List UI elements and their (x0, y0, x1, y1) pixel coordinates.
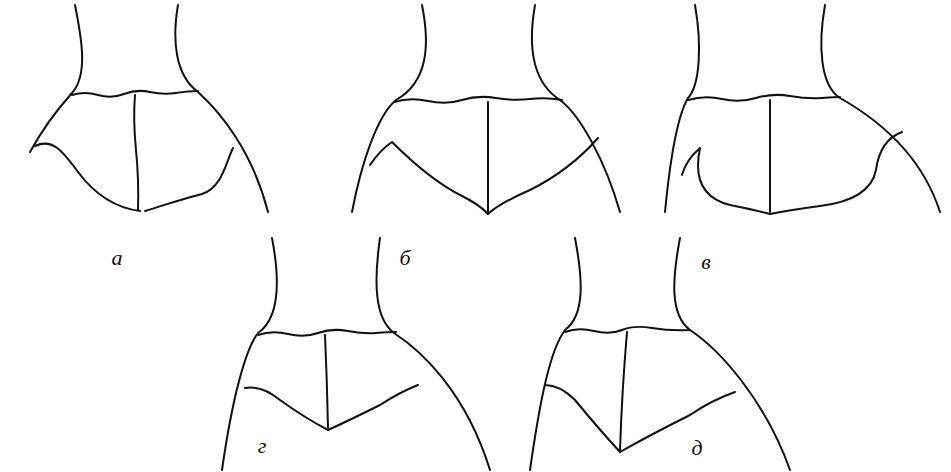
figure-letter: б (399, 247, 410, 269)
figure-letter: д (691, 437, 702, 459)
variant-c (665, 5, 940, 214)
figure-letter: в (701, 251, 711, 273)
variant-e (530, 238, 790, 470)
figure-letter: г (258, 435, 267, 457)
variant-d (222, 238, 490, 470)
variant-a (30, 5, 268, 212)
figure-letter: а (112, 247, 123, 269)
variant-b (352, 5, 620, 214)
